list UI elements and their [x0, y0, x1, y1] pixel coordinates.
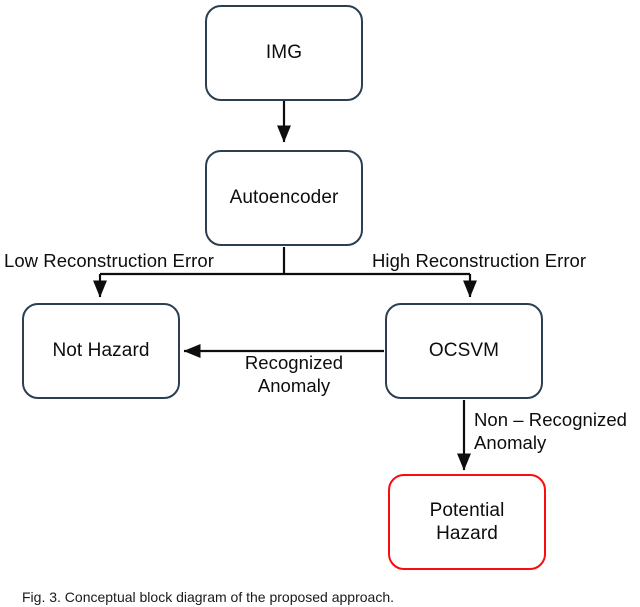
node-potential-hazard-label: Potential Hazard	[429, 499, 505, 544]
node-ocsvm-label: OCSVM	[428, 340, 500, 362]
node-img-label: IMG	[265, 42, 303, 64]
node-not-hazard[interactable]: Not Hazard	[22, 303, 180, 399]
edge-label-recognized-anomaly: Recognized Anomaly	[244, 352, 344, 396]
edge-autoencoder-split	[92, 247, 478, 298]
edge-label-high-reconstruction-error: High Reconstruction Error	[372, 250, 587, 271]
node-not-hazard-label: Not Hazard	[52, 340, 150, 362]
edge-label-non-recognized-anomaly: Non – Recognized Anomaly	[474, 409, 628, 453]
node-img[interactable]: IMG	[205, 5, 363, 101]
edge-label-low-reconstruction-error: Low Reconstruction Error	[4, 250, 214, 271]
node-potential-hazard[interactable]: Potential Hazard	[388, 474, 546, 570]
node-autoencoder-label: Autoencoder	[229, 187, 339, 209]
figure-caption: Fig. 3. Conceptual block diagram of the …	[22, 589, 395, 605]
node-ocsvm[interactable]: OCSVM	[385, 303, 543, 399]
node-autoencoder[interactable]: Autoencoder	[205, 150, 363, 246]
